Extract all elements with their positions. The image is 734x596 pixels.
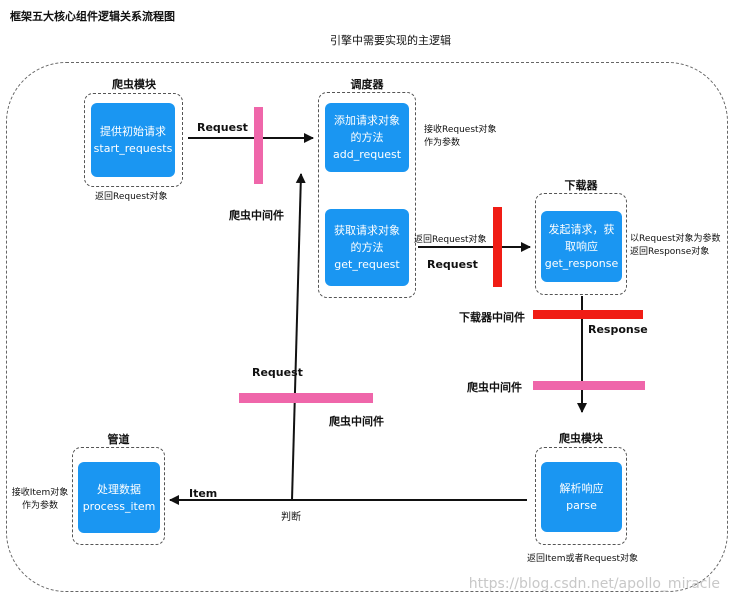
response-label: Response (588, 323, 648, 336)
process-item-line2: process_item (82, 499, 156, 513)
add-request-line3: add_request (332, 148, 402, 161)
scheduler-input-note-line1: 接收Request对象 (424, 125, 497, 135)
spider-middleware-bottom-label: 爬虫中间件 (329, 415, 384, 428)
judge-label: 判断 (281, 512, 301, 523)
scheduler-return-note: 返回Request对象 (414, 235, 487, 245)
process-item-box: 处理数据 process_item (78, 462, 160, 533)
add-request-line1: 添加请求对象 (334, 114, 400, 127)
parse-line2: parse (566, 499, 597, 512)
process-item-line1: 处理数据 (97, 482, 141, 496)
arrow-judge-to-scheduler (291, 173, 306, 501)
scheduler-input-note: 接收Request对象 作为参数 (424, 124, 497, 150)
get-request-line1: 获取请求对象 (334, 224, 400, 237)
pipeline-container (72, 447, 165, 545)
engine-boundary (6, 62, 728, 592)
spider-middleware-right-label: 爬虫中间件 (467, 381, 522, 394)
downloader-middleware-bar (533, 310, 643, 319)
pipeline-note-line2: 作为参数 (21, 501, 58, 511)
diagram-title: 框架五大核心组件逻辑关系流程图 (10, 10, 175, 23)
downloader-entry-bar (493, 207, 502, 287)
pipeline-label: 管道 (107, 433, 130, 446)
pipeline-note: 接收Item对象 作为参数 (10, 487, 70, 513)
spider-bottom-note: 返回Item或者Request对象 (527, 554, 639, 564)
request-up-label: Request (252, 366, 303, 379)
get-response-box: 发起请求，获 取响应 get_response (541, 211, 622, 282)
start-requests-line1: 提供初始请求 (100, 125, 166, 138)
get-response-line3: get_response (544, 257, 619, 270)
downloader-note-line1: 以Request对象为参数 (630, 234, 721, 244)
get-response-line2: 取响应 (565, 240, 598, 253)
get-response-line1: 发起请求，获 (548, 223, 615, 236)
get-request-line2: 的方法 (350, 241, 384, 254)
parse-line1: 解析响应 (559, 482, 604, 495)
pipeline-note-line1: 接收Item对象 (11, 488, 69, 498)
spider-top-label: 爬虫模块 (112, 78, 156, 91)
downloader-note: 以Request对象为参数 返回Response对象 (630, 233, 721, 259)
scheduler-input-note-line2: 作为参数 (424, 138, 461, 148)
downloader-middleware-label: 下载器中间件 (459, 311, 525, 324)
get-request-box: 获取请求对象 的方法 get_request (325, 209, 409, 286)
item-label: Item (189, 487, 218, 500)
request-to-downloader-label: Request (427, 258, 478, 271)
add-request-box: 添加请求对象 的方法 add_request (325, 103, 409, 172)
get-request-line3: get_request (334, 258, 400, 271)
diagram-subtitle: 引擎中需要实现的主逻辑 (330, 34, 451, 47)
start-requests-box: 提供初始请求 start_requests (91, 103, 175, 177)
scheduler-container (318, 92, 416, 298)
spider-bottom-label: 爬虫模块 (559, 432, 603, 445)
spider-middleware-top-bar (254, 107, 263, 184)
request-top-label: Request (197, 121, 248, 134)
spider-top-note: 返回Request对象 (95, 192, 168, 202)
add-request-line2: 的方法 (350, 131, 384, 144)
spider-middleware-bottom-bar (239, 393, 373, 403)
spider-middleware-top-label: 爬虫中间件 (229, 209, 284, 222)
watermark: https://blog.csdn.net/apollo_miracle (468, 576, 720, 592)
spider-top-container (84, 93, 183, 187)
parse-box: 解析响应 parse (541, 462, 622, 532)
downloader-label: 下载器 (564, 179, 598, 192)
spider-middleware-right-bar (533, 381, 645, 390)
downloader-container (535, 193, 627, 295)
spider-bottom-container (535, 447, 627, 545)
scheduler-label: 调度器 (350, 78, 384, 91)
downloader-note-line2: 返回Response对象 (630, 247, 710, 257)
start-requests-line2: start_requests (93, 142, 173, 155)
